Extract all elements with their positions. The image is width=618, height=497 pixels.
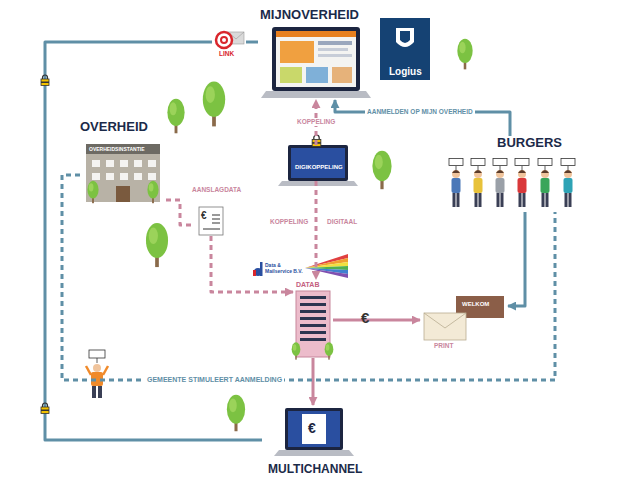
node-subtext: OVERHEIDSINSTANTIE <box>89 146 144 152</box>
laptop-node: MIJNOVERHEID <box>258 8 376 100</box>
node-subtext: PRINT <box>434 342 454 349</box>
laptop-node: DIGIKOPPELING <box>288 145 348 181</box>
node-text: AANSLAGDATA <box>192 186 241 193</box>
node-text: DATAB <box>296 281 319 288</box>
node-text: WELKOM <box>462 301 489 308</box>
link-icon: LINK <box>212 30 246 64</box>
building-node: OVERHEID OVERHEIDSINSTANTIE <box>80 120 166 205</box>
connector-label: KOPPELING <box>295 118 337 126</box>
laptop-node: MULTICHANNEL <box>262 405 366 479</box>
currency-symbol: € <box>201 210 207 221</box>
node-text: OVERHEID <box>80 120 148 134</box>
node-text: LINK <box>219 50 234 57</box>
connector <box>508 212 525 306</box>
connector-label: KOPPELING <box>268 218 310 226</box>
connector <box>246 41 258 44</box>
connector-label: DIGITAAL <box>327 218 357 225</box>
connector <box>335 100 510 136</box>
server-node: DATAB <box>293 279 333 358</box>
connector-label: GEMEENTE STIMULEERT AANMELDING <box>145 376 284 384</box>
dashed-connector <box>166 200 192 225</box>
node-text: MULTICHANNEL <box>268 463 362 476</box>
document-node: AANSLAGDATA <box>192 186 244 236</box>
logo-box: Data & Mailservice B.V. <box>264 260 305 279</box>
node-text: MIJNOVERHEID <box>260 8 359 22</box>
currency-symbol: € <box>308 420 316 436</box>
node-text: BURGERS <box>497 136 562 150</box>
dashed-connector <box>62 175 555 380</box>
people-group: BURGERS <box>440 136 585 212</box>
node-text: DIGIKOPPELING <box>295 164 343 171</box>
node-text: Logius <box>389 66 422 77</box>
print-node: WELKOM PRINT <box>420 293 508 349</box>
currency-symbol: € <box>361 309 369 326</box>
logo-box: Logius <box>380 18 430 80</box>
dashed-connector <box>315 181 318 279</box>
node-text: Data & Mailservice B.V. <box>265 262 303 274</box>
connector <box>333 319 420 322</box>
connector-label: AANMELDEN OP MIJN OVERHEID <box>365 108 475 116</box>
